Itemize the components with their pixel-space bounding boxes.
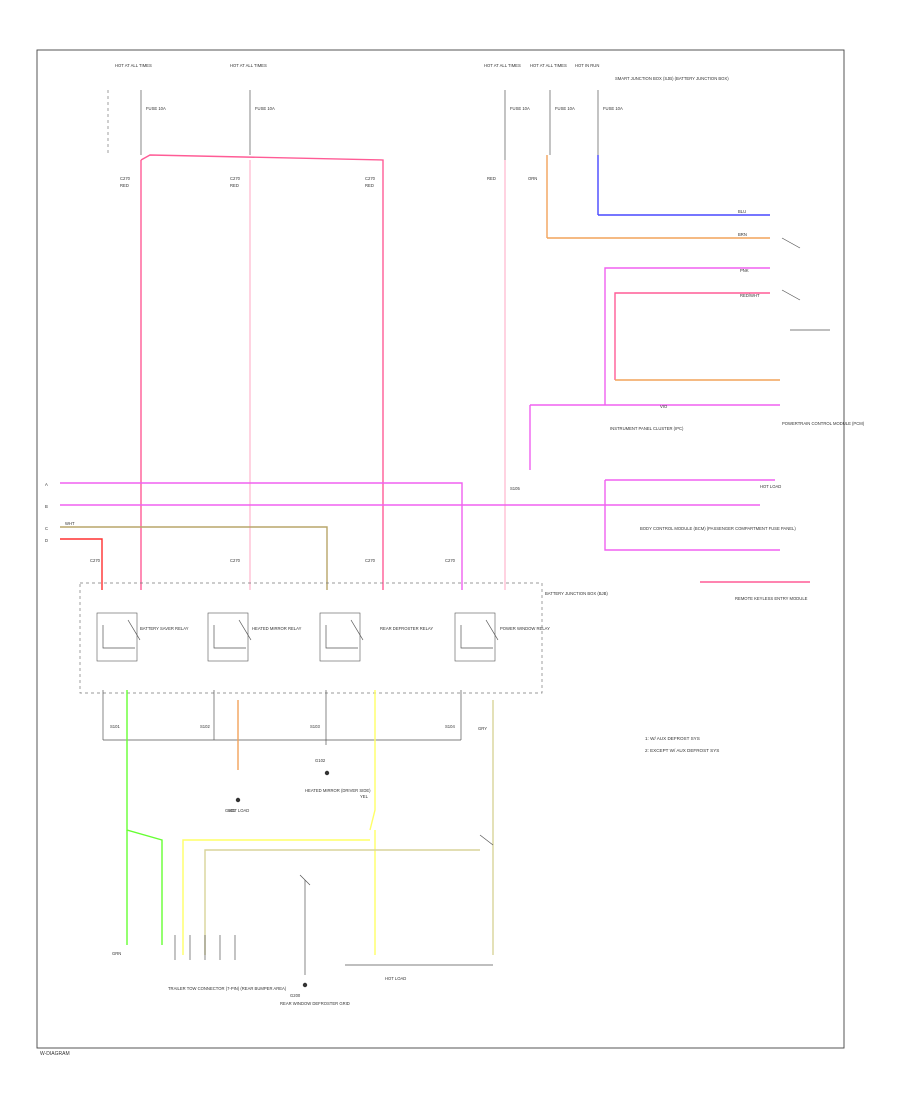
- wire-code-grn: GRN: [112, 951, 121, 956]
- hot-label-2: HOT LOAD: [228, 808, 249, 813]
- relay-1: BATTERY SAVER RELAY: [96, 612, 189, 662]
- battery-junction-box: [79, 582, 543, 694]
- module-mid-right-a: POWERTRAIN CONTROL MODULE (PCM): [782, 421, 865, 426]
- page-code: W-DIAGRAM: [40, 1051, 70, 1057]
- splice-5: S105: [510, 486, 520, 491]
- relay-3: REAR DEFROSTER RELAY: [319, 612, 433, 662]
- note-1: 1: W/ AUX DEFROST SYS: [645, 736, 700, 741]
- svg-text:HEATED MIRROR RELAY: HEATED MIRROR RELAY: [252, 626, 302, 631]
- splice-1: S101: [110, 724, 120, 729]
- wire-code-yel: YEL: [360, 794, 369, 799]
- fuse-label-2: FUSE 10A: [255, 106, 275, 111]
- ground-g101: [235, 797, 241, 803]
- wire-code-red-wht: RED/WHT: [740, 293, 760, 298]
- top-feed-label-4: HOT AT ALL TIMES: [530, 63, 567, 68]
- fuse-label-5: FUSE 10A: [603, 106, 623, 111]
- top-feed-label-1: HOT AT ALL TIMES: [115, 63, 152, 68]
- top-feed-label-2: HOT AT ALL TIMES: [230, 63, 267, 68]
- module-mid-right-b: BODY CONTROL MODULE (BCM) (PASSENGER COM…: [640, 526, 796, 531]
- hot-label-1: HOT LOAD: [760, 484, 781, 489]
- ground-label-1: G101: [225, 808, 236, 813]
- fuse-box-label: BATTERY JUNCTION BOX (BJB): [545, 591, 608, 596]
- wire-code-blu: BLU: [738, 209, 746, 214]
- wire-code-gry: GRY: [478, 726, 487, 731]
- splice-4: S104: [445, 724, 455, 729]
- module-top-right: SMART JUNCTION BOX (SJB) (BATTERY JUNCTI…: [615, 76, 729, 81]
- svg-text:BATTERY SAVER RELAY: BATTERY SAVER RELAY: [140, 626, 189, 631]
- trailer-tow-connector: TRAILER TOW CONNECTOR (7-PIN) (REAR BUMP…: [168, 935, 287, 991]
- top-feed-label-5: HOT IN RUN: [575, 63, 599, 68]
- connector-label-7: C270: [445, 558, 456, 563]
- svg-text:TRAILER TOW CONNECTOR (7-PIN): TRAILER TOW CONNECTOR (7-PIN) (REAR BUMP…: [168, 986, 287, 991]
- wire-code-orn: ORN: [528, 176, 537, 181]
- connector-label-2: C270: [230, 176, 241, 181]
- wire-code-pnk: PNK: [740, 268, 749, 273]
- wire-code-red-1: RED: [120, 183, 129, 188]
- note-2: 2: EXCEPT W/ AUX DEFROST SYS: [645, 748, 719, 753]
- svg-text:REAR DEFROSTER RELAY: REAR DEFROSTER RELAY: [380, 626, 433, 631]
- side-ref-c: C: [45, 526, 48, 531]
- ground-label-3: G200: [290, 993, 301, 998]
- ground-g200: [302, 982, 308, 988]
- fuse-label-3: FUSE 10A: [510, 106, 530, 111]
- splice-3: S103: [310, 724, 320, 729]
- module-bottom-mid: REAR WINDOW DEFROSTER GRID: [280, 1001, 350, 1006]
- side-ref-d: D: [45, 538, 48, 543]
- ground-label-2: G102: [315, 758, 326, 763]
- splice-2: S102: [200, 724, 210, 729]
- top-feed-label-3: HOT AT ALL TIMES: [484, 63, 521, 68]
- side-ref-b: B: [45, 504, 48, 509]
- connector-label-4: C270: [90, 558, 101, 563]
- relay-2: HEATED MIRROR RELAY: [207, 612, 302, 662]
- fuse-label-1: FUSE 10A: [146, 106, 166, 111]
- fuse-label-4: FUSE 10A: [555, 106, 575, 111]
- wire-code-red-4: RED: [487, 176, 496, 181]
- wire-code-vio: VIO: [660, 404, 668, 409]
- wire-code-red-3: RED: [365, 183, 374, 188]
- wire-code-wht: WHT: [65, 521, 75, 526]
- diagram-frame: [36, 49, 845, 1049]
- connector-label-1: C270: [120, 176, 131, 181]
- side-ref-a: A: [45, 482, 48, 487]
- module-center-mid: HEATED MIRROR (DRIVER SIDE): [305, 788, 371, 793]
- wire-code-red-2: RED: [230, 183, 239, 188]
- connector-label-6: C270: [365, 558, 376, 563]
- ground-g102: [324, 770, 330, 776]
- connector-label-5: C270: [230, 558, 241, 563]
- hot-label-3: HOT LOAD: [385, 976, 406, 981]
- svg-text:POWER WINDOW RELAY: POWER WINDOW RELAY: [500, 626, 550, 631]
- relay-4: POWER WINDOW RELAY: [454, 612, 550, 662]
- module-lower-right: REMOTE KEYLESS ENTRY MODULE: [735, 596, 808, 601]
- module-center-right: INSTRUMENT PANEL CLUSTER (IPC): [610, 426, 684, 431]
- connector-label-3: C270: [365, 176, 376, 181]
- wire-code-brn: BRN: [738, 232, 747, 237]
